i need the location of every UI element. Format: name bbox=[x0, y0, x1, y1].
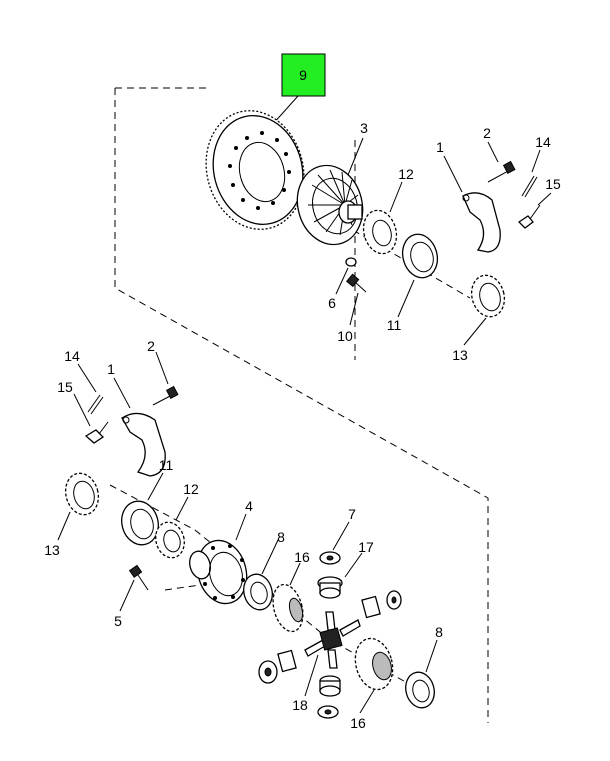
callout-16-lower: 16 bbox=[350, 715, 366, 731]
pinion-washer-bottom bbox=[317, 705, 339, 719]
lock-15-top bbox=[517, 204, 541, 229]
callout-7: 7 bbox=[348, 506, 356, 522]
bearing-cap-1-top bbox=[462, 192, 501, 253]
bolt-5 bbox=[128, 564, 149, 591]
callout-4: 4 bbox=[245, 498, 253, 514]
bolt-2-bottom bbox=[152, 385, 179, 406]
callout-16-upper: 16 bbox=[294, 549, 310, 565]
differential-case-4 bbox=[189, 539, 248, 605]
callout-10: 10 bbox=[337, 328, 353, 344]
adjuster-ring-13-bottom bbox=[64, 472, 100, 516]
bearing-cone-12-bottom bbox=[155, 521, 185, 559]
callout-15-bottom: 15 bbox=[57, 379, 73, 395]
pinion-gear-bottom bbox=[319, 675, 341, 697]
lock-15-bottom bbox=[84, 421, 109, 444]
callout-labels: 3 2 14 1 15 12 6 10 11 13 14 2 15 1 11 1… bbox=[44, 120, 561, 731]
pinion-washer-left bbox=[258, 660, 278, 684]
pinion-washer-right bbox=[386, 590, 402, 610]
pinion-washer-7-top bbox=[319, 551, 341, 565]
callout-15-top: 15 bbox=[545, 176, 561, 192]
spider-cross-18 bbox=[304, 611, 361, 669]
pinion-gear-left bbox=[277, 649, 297, 673]
thrust-washer-8-left bbox=[243, 573, 273, 611]
callout-1-top: 1 bbox=[436, 139, 444, 155]
bolt-10 bbox=[346, 273, 367, 293]
callout-3: 3 bbox=[360, 120, 368, 136]
side-gear-16-lower bbox=[354, 637, 394, 691]
highlight-box bbox=[281, 53, 326, 97]
side-gear-16-upper bbox=[272, 583, 304, 633]
bolt-2-top bbox=[487, 160, 516, 183]
callout-12-top: 12 bbox=[398, 166, 414, 182]
pinion-gear-right bbox=[361, 595, 381, 619]
callout-9-label: 9 bbox=[299, 67, 307, 83]
bearing-cup-11-bottom bbox=[121, 500, 159, 546]
callout-2-bottom: 2 bbox=[147, 338, 155, 354]
differential-case-3 bbox=[296, 164, 364, 246]
thrust-washer-8-right bbox=[405, 671, 435, 709]
bearing-cone-12-top bbox=[362, 209, 398, 255]
callout-12-bottom: 12 bbox=[183, 481, 199, 497]
adjuster-ring-13-top bbox=[470, 274, 506, 318]
callout-8-right: 8 bbox=[435, 624, 443, 640]
bearing-cap-1-bottom bbox=[121, 412, 166, 477]
callout-5: 5 bbox=[114, 613, 122, 629]
callout-18: 18 bbox=[292, 697, 308, 713]
callout-13-bottom: 13 bbox=[44, 542, 60, 558]
washer-6 bbox=[345, 257, 357, 267]
callout-14-bottom: 14 bbox=[64, 348, 80, 364]
bearing-cup-11-top bbox=[401, 233, 439, 279]
callout-8-left: 8 bbox=[277, 529, 285, 545]
leader-lines bbox=[57, 137, 552, 714]
callout-2-top: 2 bbox=[483, 125, 491, 141]
callout-11-bottom: 11 bbox=[159, 457, 174, 473]
ring-gear bbox=[205, 110, 305, 230]
callout-11-top: 11 bbox=[387, 317, 402, 333]
callout-13-top: 13 bbox=[452, 347, 468, 363]
callout-6: 6 bbox=[328, 295, 336, 311]
callout-17: 17 bbox=[358, 539, 374, 555]
cotter-pin-14-bottom bbox=[87, 394, 104, 415]
pinion-gear-17-top bbox=[317, 576, 343, 599]
callout-9-highlighted[interactable]: 9 bbox=[271, 53, 326, 126]
cotter-pin-14-top bbox=[521, 175, 538, 198]
callout-1-bottom: 1 bbox=[107, 361, 115, 377]
callout-14-top: 14 bbox=[535, 134, 551, 150]
